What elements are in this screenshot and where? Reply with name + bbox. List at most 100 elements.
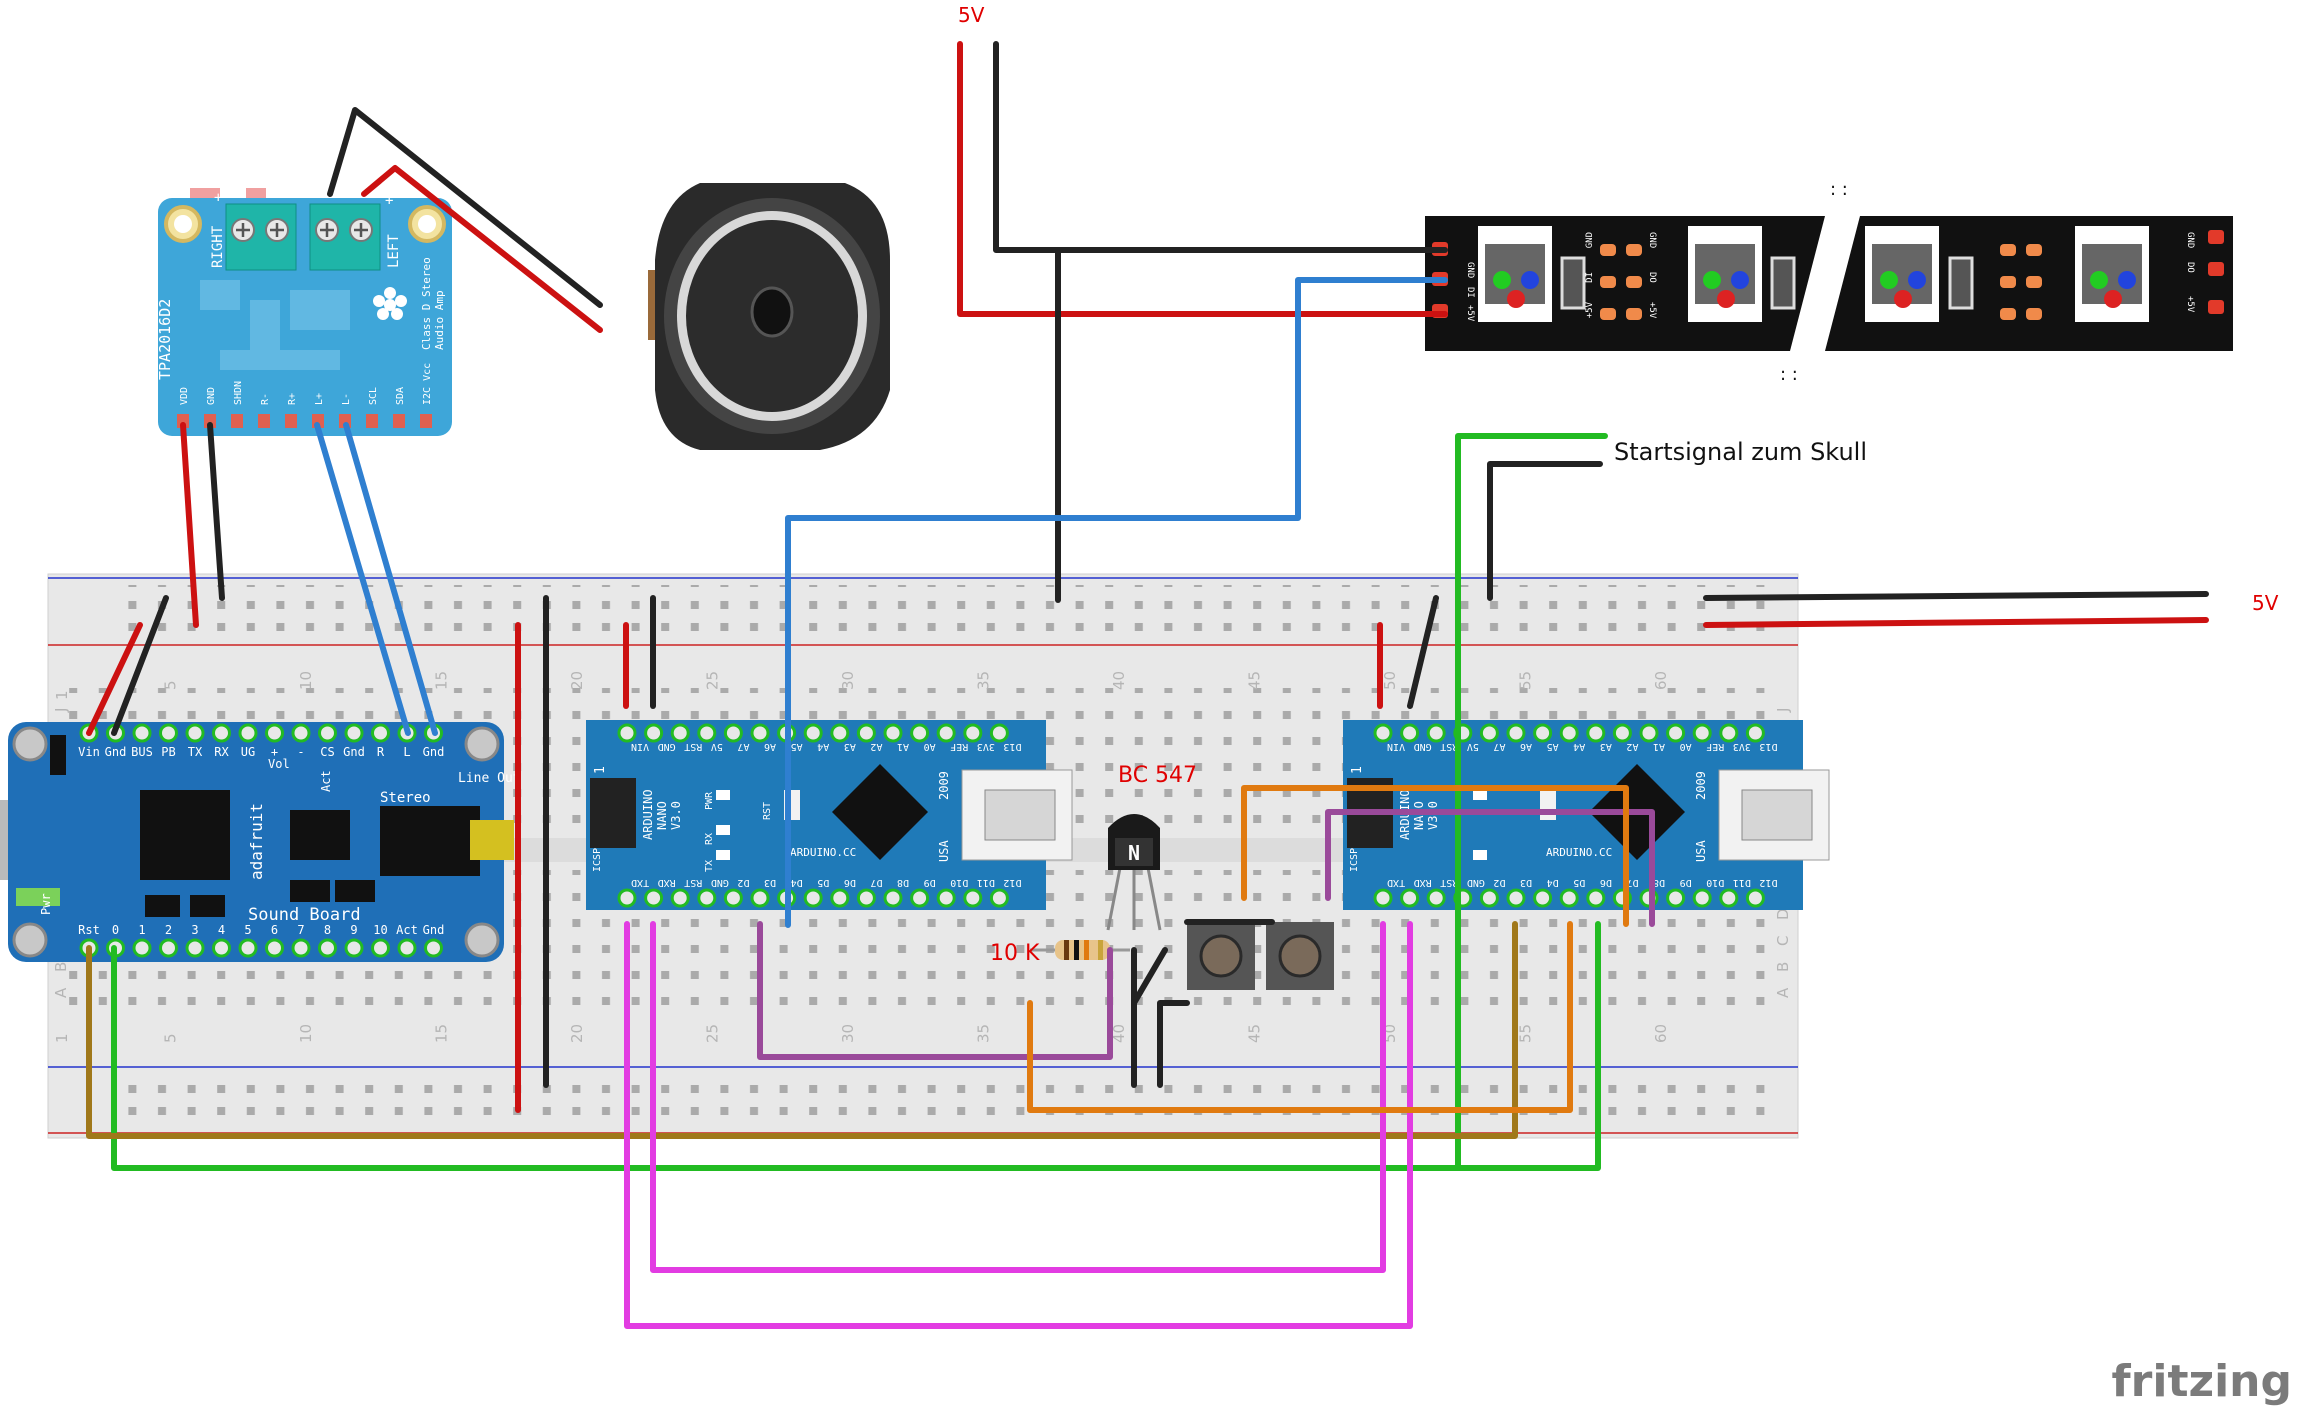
nano-left-led xyxy=(716,825,730,835)
bb-col-num: 15 xyxy=(432,1024,450,1043)
nano-pin-label: A4 xyxy=(1573,741,1585,752)
pin-label: 9 xyxy=(350,923,357,937)
nano-pin-label: A0 xyxy=(924,741,936,752)
amp-silkscreen-block xyxy=(290,290,350,330)
nano-pin-label: GND xyxy=(1467,877,1485,888)
pin-label: 3 xyxy=(191,923,198,937)
pin-label: Gnd xyxy=(423,745,445,759)
wire-nano-right-gnd xyxy=(1407,595,1439,709)
pin-label: Gnd xyxy=(105,745,127,759)
bb-col-num: 25 xyxy=(703,1024,721,1043)
nano-left-model-1: ARDUINO xyxy=(641,789,655,840)
nano-left-led xyxy=(716,790,730,800)
pad xyxy=(1626,308,1642,320)
pin-label: L xyxy=(403,745,410,759)
nano-pin-pad xyxy=(1745,888,1765,908)
nano-pin-label: D8 xyxy=(897,877,909,888)
amp-mount-hole-center xyxy=(418,215,436,233)
bb-row-letter: A xyxy=(1774,987,1792,998)
nano-pin-label: TXD xyxy=(631,877,649,888)
nano-pin-pad xyxy=(644,723,664,743)
pin-pad xyxy=(291,938,311,958)
sb-chip-main xyxy=(140,790,230,880)
bb-col-num: 25 xyxy=(703,671,721,690)
amp-pin-label: SHDN xyxy=(233,381,244,405)
nano-pin-pad xyxy=(1666,888,1686,908)
amp-plus-right: + xyxy=(214,190,222,206)
pad-left-gnd: GND xyxy=(1465,262,1475,278)
nano-pin-pad xyxy=(697,888,717,908)
nano-pin-pad xyxy=(1533,723,1553,743)
nano-pin-label: 5V xyxy=(711,741,723,752)
nano-left-one: 1 xyxy=(593,766,608,774)
nano-pin-pad xyxy=(1639,723,1659,743)
bb-col-num: 30 xyxy=(839,671,857,690)
screw-icon xyxy=(349,218,373,242)
nano-pin-pad xyxy=(1745,723,1765,743)
led-4-blue xyxy=(2118,271,2136,289)
nano-pin-label: D4 xyxy=(791,877,803,888)
pin-pad xyxy=(318,723,337,743)
pad xyxy=(2026,244,2042,256)
sb-pwr-led xyxy=(16,888,60,906)
strip-capacitor-1 xyxy=(1560,256,1586,310)
resistor-band xyxy=(1084,940,1089,960)
amp-silkscreen-block xyxy=(220,350,340,370)
nano-pin-label: D10 xyxy=(1706,877,1724,888)
nano-right-model-2: NANO xyxy=(1412,801,1426,830)
pushbutton-1[interactable] xyxy=(1187,922,1255,990)
wire-startsignal-black xyxy=(1487,461,1603,601)
strip-cut-mark-top: : : xyxy=(1830,179,1848,200)
bb-col-num: 30 xyxy=(839,1024,857,1043)
label-startsignal: Startsignal zum Skull xyxy=(1614,438,1867,466)
pin-pad xyxy=(424,938,443,958)
wire-sb-gnd-black xyxy=(111,595,169,736)
sb-audio-jack xyxy=(380,806,480,876)
pushbutton-2-cap[interactable] xyxy=(1278,934,1322,978)
sb-jack-plug xyxy=(470,820,514,860)
nano-left-brand: ARDUINO.CC xyxy=(790,846,856,859)
nano-pin-label: GND xyxy=(1414,741,1432,752)
nano-pin-label: REF xyxy=(1706,741,1724,752)
bb-col-num: 55 xyxy=(1516,1024,1534,1043)
pushbutton-1-cap[interactable] xyxy=(1199,934,1243,978)
nano-pin-pad xyxy=(1400,888,1420,908)
pin-label: 5 xyxy=(244,923,251,937)
sb-line-out: Line Out xyxy=(458,771,521,786)
bc547-transistor: N xyxy=(1106,814,1162,931)
resistor-10k xyxy=(1030,940,1130,960)
pin-pad xyxy=(132,938,152,958)
sb-chip-small xyxy=(335,880,375,902)
led-strip: : : : : GND DI +5V GND DO +5V GND xyxy=(1425,179,2233,385)
nano-pin-label: RST xyxy=(1440,741,1458,752)
nano-pin-label: A6 xyxy=(1520,741,1532,752)
nano-pin-pad xyxy=(723,723,743,743)
strip-pad-gnd-out xyxy=(2208,230,2224,244)
led-3-green xyxy=(1880,271,1898,289)
pushbutton-2[interactable] xyxy=(1266,922,1334,990)
pin-pad xyxy=(344,723,364,743)
bb-col-num: 5 xyxy=(161,1033,179,1043)
nano-pin-label: D7 xyxy=(870,877,882,888)
nano-right-led xyxy=(1473,790,1487,800)
nano-pin-pad xyxy=(1719,723,1739,743)
led-2-blue xyxy=(1731,271,1749,289)
sb-chip-small xyxy=(145,895,180,917)
nano-pin-label: A3 xyxy=(1600,741,1612,752)
amp-right-label: RIGHT xyxy=(210,225,226,268)
amp-pin-label: SCL xyxy=(368,387,379,405)
sb-switch xyxy=(50,735,66,775)
nano-pin-pad xyxy=(989,888,1009,908)
sb-stereo: Stereo xyxy=(380,790,431,806)
nano-pin-pad xyxy=(1426,888,1446,908)
pin-pad xyxy=(318,938,337,958)
nano-pin-pad xyxy=(1479,888,1499,908)
pin-label: UG xyxy=(241,745,255,759)
nano-pin-pad xyxy=(1586,723,1606,743)
pin-pad xyxy=(265,723,284,743)
bb-col-num: 20 xyxy=(568,1024,586,1043)
